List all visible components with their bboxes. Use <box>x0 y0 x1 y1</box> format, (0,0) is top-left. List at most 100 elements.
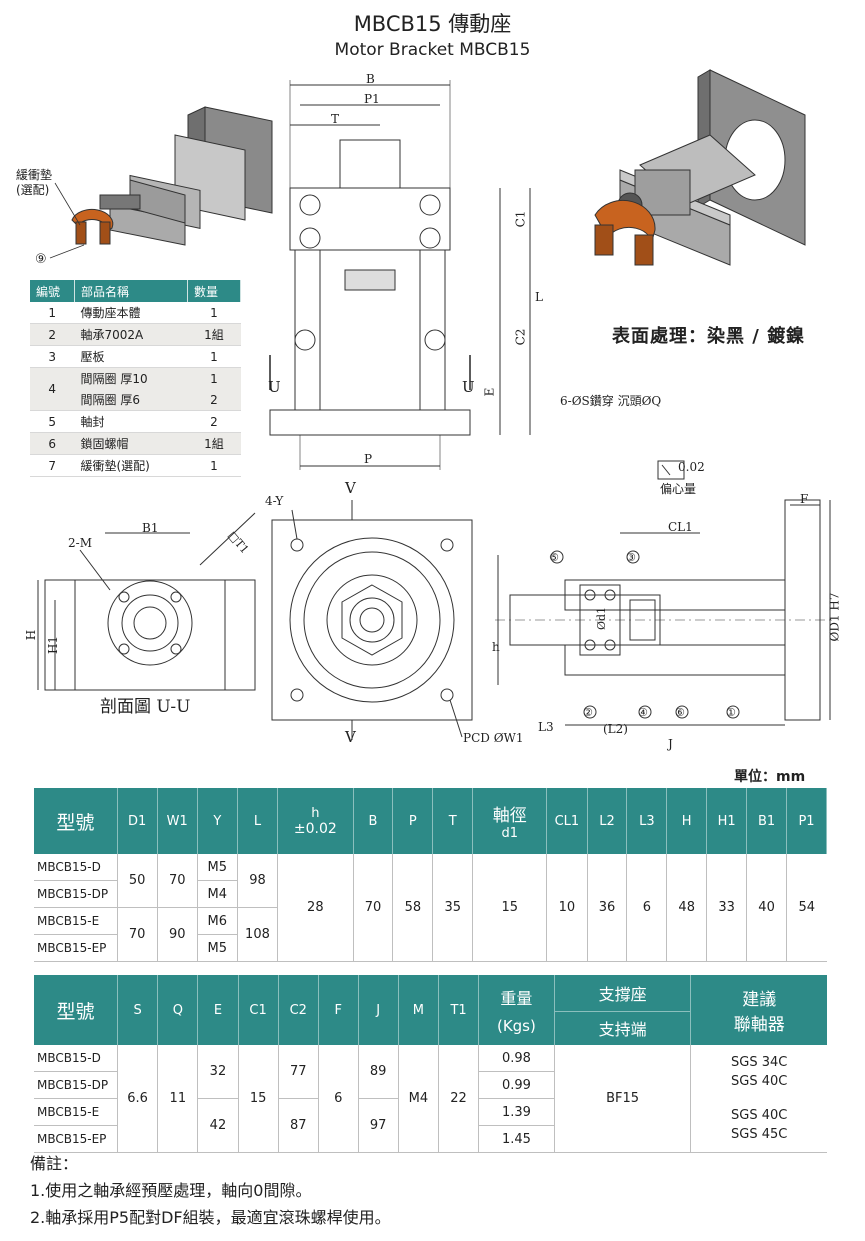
model-cell: MBCB15-DP <box>34 880 118 908</box>
col-p: P <box>392 788 434 854</box>
cl1-cell: 10 <box>546 854 588 962</box>
d1-shaft-cell: 15 <box>472 854 548 962</box>
col-d1: D1 <box>117 788 158 854</box>
model-cell: MBCB15-E <box>34 907 118 935</box>
p1-cell: 54 <box>786 854 827 962</box>
c2-cell: 87 <box>278 1098 319 1153</box>
balloon-5: ⑤ <box>549 551 559 564</box>
col-b1: B1 <box>746 788 788 854</box>
part-no: 3 <box>30 345 75 368</box>
col-weight-unit: (Kgs) <box>496 1017 536 1035</box>
dim-label-c1: C1 <box>513 210 528 228</box>
col-l3: L3 <box>626 788 668 854</box>
l2-cell: 36 <box>587 854 628 962</box>
col-h-big: H <box>666 788 708 854</box>
col-f: F <box>318 975 359 1045</box>
col-c2: C2 <box>278 975 319 1045</box>
page-title: MBCB15 傳動座 <box>353 12 512 36</box>
p-cell: 58 <box>392 854 434 962</box>
cushion-callout-number: ⑨ <box>35 252 47 267</box>
h-cell: 28 <box>277 854 354 962</box>
col-t: T <box>432 788 474 854</box>
part-qty: 1 <box>187 302 241 324</box>
part-no: 2 <box>30 323 75 346</box>
col-y: Y <box>197 788 238 854</box>
col-model: 型號 <box>34 975 118 1045</box>
l3-cell: 6 <box>626 854 668 962</box>
y-cell: M5 <box>197 934 238 962</box>
t1-cell: 22 <box>438 1045 480 1153</box>
dim-label-b1: B1 <box>142 521 159 535</box>
balloon-3: ③ <box>626 551 636 564</box>
weight-cell: 1.39 <box>478 1098 555 1126</box>
part-name: 傳動座本體 <box>74 302 188 324</box>
col-s: S <box>117 975 159 1045</box>
table-row: MBCB15-D 50 70 M5 98 28 70 58 35 15 10 3… <box>34 854 827 962</box>
m-cell: M4 <box>398 1045 440 1153</box>
coupling-value: SGS 34C <box>731 1054 788 1070</box>
note-item: 1.使用之軸承經預壓處理，軸向0間隙。 <box>30 1181 312 1200</box>
col-h-label: h <box>311 805 320 821</box>
col-m: M <box>398 975 440 1045</box>
h1-cell: 33 <box>706 854 748 962</box>
surface-treatment: 表面處理：染黑 / 鍍鎳 <box>612 326 806 347</box>
t-cell: 35 <box>432 854 474 962</box>
part-qty: 2 <box>187 389 241 411</box>
dim-label-j: J <box>668 737 673 751</box>
weight-cell: 0.98 <box>478 1045 555 1072</box>
col-shaft-d1: d1 <box>501 826 518 841</box>
balloon-1: ① <box>726 706 736 719</box>
col-coupling-label1: 建議 <box>742 990 777 1010</box>
part-name: 間隔圈 厚6 <box>74 389 188 411</box>
section-view-drawing <box>37 512 256 691</box>
part-no: 4 <box>30 367 75 411</box>
y-cell: M5 <box>197 854 238 881</box>
col-p1: P1 <box>786 788 827 854</box>
dim-label-b: B <box>366 72 375 86</box>
spec-table-2: 型號 S Q E C1 C2 F J M T1 重量(Kgs) 支撐座 建議聯軸… <box>34 975 827 1153</box>
col-coupling-label2: 聯軸器 <box>733 1015 785 1035</box>
dim-label-h-small: h <box>492 640 500 654</box>
section-mark-u-right: U <box>462 378 475 396</box>
section-mark-u-left: U <box>268 378 281 396</box>
model-cell: MBCB15-D <box>34 854 118 881</box>
dim-label-t: T <box>331 112 340 126</box>
part-qty: 2 <box>187 410 241 433</box>
col-q: Q <box>157 975 199 1045</box>
part-qty: 1 <box>187 454 241 477</box>
b1-cell: 40 <box>746 854 788 962</box>
col-h-tolerance: ±0.02 <box>293 820 337 837</box>
j-cell: 89 <box>358 1045 399 1099</box>
col-j: J <box>358 975 399 1045</box>
col-l: L <box>237 788 279 854</box>
table-row: MBCB15-EP M5 <box>34 934 827 962</box>
section-mark-v-top: V <box>345 479 356 497</box>
model-cell: MBCB15-DP <box>34 1071 118 1099</box>
model-cell: MBCB15-D <box>34 1045 118 1072</box>
dim-label-d1: Ød1 <box>595 606 609 631</box>
part-qty: 1 <box>187 367 241 389</box>
w1-cell: 90 <box>157 907 198 962</box>
y-cell: M6 <box>197 907 238 935</box>
model-cell: MBCB15-E <box>34 1098 118 1126</box>
assembly-illustration <box>49 106 273 259</box>
section-caption: 剖面圖 U-U <box>100 697 191 717</box>
side-view-drawing <box>495 460 831 726</box>
j-cell: 97 <box>358 1098 399 1153</box>
s-cell: 6.6 <box>117 1045 159 1153</box>
dim-label-c2: C2 <box>513 328 528 346</box>
col-support-end: 支持端 <box>554 1011 692 1045</box>
parts-header-no: 編號 <box>30 280 75 302</box>
dim-label-cl1: CL1 <box>668 520 693 534</box>
col-weight-label: 重量 <box>500 989 533 1008</box>
d1-cell: 50 <box>117 854 158 908</box>
col-t1: T1 <box>438 975 480 1045</box>
